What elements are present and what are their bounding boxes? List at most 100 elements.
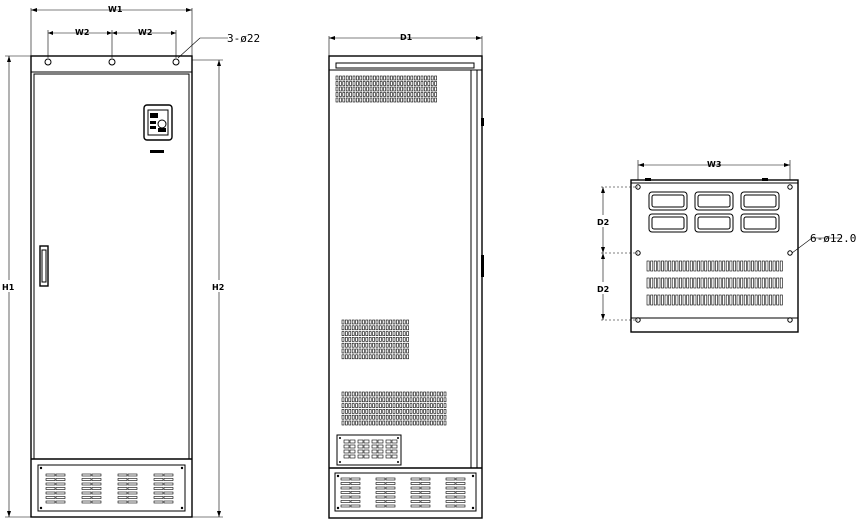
vent-slot [345,337,348,342]
vent-slot [91,478,102,481]
vent-slot [410,75,414,81]
vent-slot [653,294,657,306]
dim-w2-left-label: W2 [75,28,89,37]
vent-slot [389,397,392,403]
vent-slot [682,277,686,289]
vent-slot [430,397,433,403]
vent-slot [433,403,437,408]
vent-slot [163,487,174,490]
vent-slot [362,325,365,331]
vent-slot [715,260,718,272]
vent-slot [419,391,423,397]
vent-slot [356,81,359,86]
vent-slot [372,403,375,408]
vent-slot [350,477,361,481]
vent-slot [382,354,386,360]
vent-slot [769,294,772,306]
vent-slot [657,294,661,306]
vent-slot [342,81,346,86]
vent-slot [751,260,754,272]
vent-slot [375,414,379,420]
vent-slot [679,260,682,272]
vent-slot [406,397,409,403]
vent-slot [127,491,138,495]
vent-slot [402,414,406,420]
vent-slot [348,325,352,331]
vent-slot [423,391,426,397]
vent-slot [396,391,399,397]
vent-slot [406,420,409,426]
vent-slot [386,97,390,103]
vent-slot [396,337,399,342]
vent-slot [117,496,128,499]
vent-slot [403,92,407,97]
vent-slot [455,477,466,481]
vent-slot [392,420,396,426]
vent-slot [153,487,164,490]
vent-slot [348,348,352,354]
vent-slot [419,414,423,420]
vent-slot [81,496,92,499]
vent-slot [729,260,733,272]
vent-slot [335,97,339,103]
vent-slot [389,348,392,354]
base-hole-callout: 6-ø12.0 [810,232,856,245]
vent-slot [368,337,372,342]
vent-slot [396,403,399,408]
vent-slot [729,294,733,306]
vent-slot [355,331,358,336]
vent-slot [355,325,358,331]
vent-slot [368,325,372,331]
vent-slot [443,397,447,403]
vent-slot [426,403,430,408]
front-bottom-vents [45,473,174,504]
vent-slot [341,342,345,348]
vent-slot [743,260,747,272]
vent-slot [379,420,382,426]
vent-slot [385,319,389,325]
vent-slot [420,81,424,86]
vent-slot [375,495,386,499]
vent-slot [369,86,373,92]
vent-slot [389,354,392,360]
vent-slot [711,260,715,272]
vent-slot [117,478,128,481]
vent-slot [399,354,403,360]
vent-slot [392,354,396,360]
vent-slot [420,86,424,92]
vent-slot [127,473,138,477]
cable-openings [648,191,780,233]
vent-slot [430,92,434,97]
base-view: W3 D2 D2 6-ø12.0 [596,160,856,333]
vent-slot [419,409,423,414]
vent-slot [351,414,355,420]
vent-slot [455,495,466,499]
vent-slot [761,260,765,272]
vent-slot [377,444,384,449]
vent-slot [417,86,420,92]
vent-slot [345,86,349,92]
vent-slot [350,491,361,494]
vent-slot [396,354,399,360]
vent-slot [81,473,92,477]
vent-slot [379,97,383,103]
vent-slot [385,495,396,499]
vent-slot [55,487,66,490]
vent-slot [385,449,392,454]
mount-hole [635,317,641,323]
vent-slot [372,414,375,420]
vent-slot [722,277,726,289]
vent-slot [420,500,431,503]
vent-slot [740,277,744,289]
vent-slot [675,294,679,306]
side-small-grille [336,434,402,466]
vent-slot [362,92,366,97]
vent-slot [693,277,697,289]
vent-slot [382,319,386,325]
vent-slot [375,477,386,481]
vent-slot [349,449,356,454]
vent-slot [436,397,440,403]
vent-slot [349,454,356,459]
vent-slot [382,391,386,397]
vent-slot [413,409,416,414]
